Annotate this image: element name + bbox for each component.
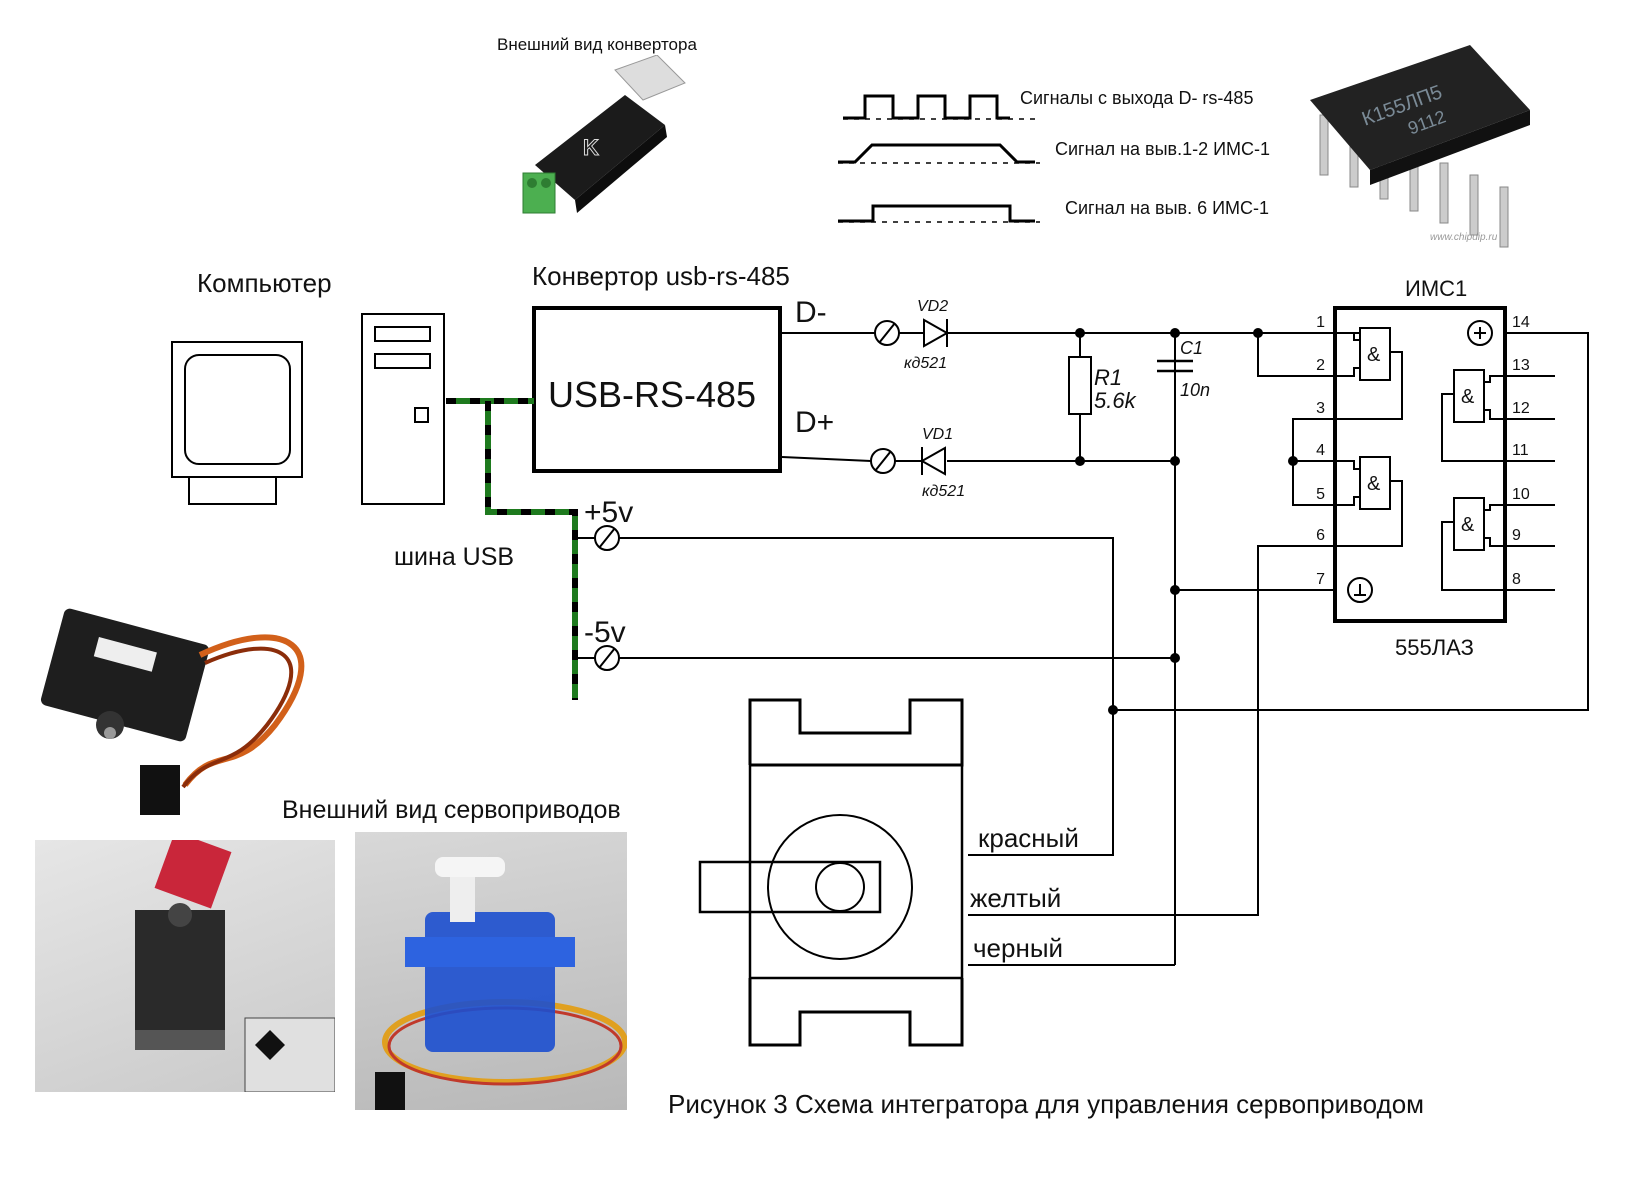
converter-block (532, 306, 782, 473)
diode-vd1: VD1 кд521 (919, 426, 965, 500)
ic-pin-label-left: 7 (1316, 571, 1325, 588)
nand-gate: & (1335, 456, 1403, 547)
junction-dots (1075, 328, 1298, 715)
ic-body (1333, 306, 1507, 623)
ic-photo: К155ЛП5 9112 www.chipdip.ru (1300, 40, 1540, 250)
ic-ground-icon (1347, 577, 1373, 603)
svg-text:&: & (1367, 344, 1381, 366)
ic-power-icon (1467, 320, 1493, 346)
servo-schematic (698, 698, 964, 1047)
signal-label-2: Сигнал на выв.1-2 ИМС-1 (1055, 139, 1270, 159)
nand-gate: & (1335, 327, 1403, 420)
signal-diagram-square: Сигнал на выв. 6 ИМС-1 (838, 198, 1269, 223)
vd2-name: VD2 (917, 298, 948, 315)
servo-photo-3 (355, 832, 627, 1110)
svg-text:&: & (1461, 514, 1475, 536)
svg-text:&: & (1461, 386, 1475, 408)
vd1-type: кд521 (922, 483, 965, 500)
converter-block-label: USB-RS-485 (548, 374, 756, 415)
c1-name: C1 (1180, 338, 1203, 358)
ic-pin-label-right: 13 (1512, 357, 1530, 374)
dip14-chip-illustration: К155ЛП5 9112 www.chipdip.ru (1310, 45, 1530, 248)
d-minus-label: D- (795, 296, 827, 329)
ic-leg (1439, 162, 1449, 224)
ic-pin-label-left: 2 (1316, 357, 1325, 374)
resistor-r1: R1 5.6k (1068, 333, 1137, 461)
diode-vd2: VD2 кд521 (904, 298, 950, 372)
ic-pin-label-left: 5 (1316, 486, 1325, 503)
terminal-plus5 (575, 525, 620, 551)
signal-label-3: Сигнал на выв. 6 ИМС-1 (1065, 198, 1269, 218)
ic-pin-label-right: 11 (1512, 442, 1529, 459)
terminal-d-plus (870, 448, 896, 474)
ic-pin-label-right: 8 (1512, 571, 1521, 588)
ic-pin-label-left: 3 (1316, 400, 1325, 417)
servo-photo-1 (35, 575, 325, 825)
ic-pin-label-right: 14 (1512, 314, 1530, 331)
servo-photo-2 (35, 840, 335, 1092)
computer-label: Компьютер (197, 268, 332, 298)
converter-photo: K (515, 55, 695, 220)
converter-title: Конвертор usb-rs-485 (532, 261, 790, 291)
minus5v-label: -5v (584, 616, 626, 649)
ic-name: ИМС1 (1405, 276, 1467, 301)
ic-pin-label-left: 1 (1316, 314, 1325, 331)
vd2-type: кд521 (904, 355, 947, 372)
vd1-name: VD1 (922, 426, 953, 443)
servo-metal-illustration (135, 840, 335, 1092)
servo-black-illustration (40, 608, 305, 815)
ic-pin-label-right: 12 (1512, 400, 1530, 417)
terminal-minus5 (575, 645, 620, 671)
usb-bus-label: шина USB (394, 543, 514, 571)
signal-diagram-pulses: Сигналы с выхода D- rs-485 (843, 88, 1253, 120)
computer-monitor-icon (171, 341, 303, 505)
nand-gate: & (1441, 497, 1505, 591)
ic-leg (1499, 186, 1509, 248)
converter-photo-caption: Внешний вид конвертора (497, 35, 697, 54)
signal-label-1: Сигналы с выхода D- rs-485 (1020, 88, 1253, 108)
servo-photo-caption: Внешний вид сервоприводов (282, 796, 621, 824)
d-plus-label: D+ (795, 406, 834, 439)
converter-logo: K (583, 135, 599, 160)
r1-value: 5.6k (1094, 388, 1137, 413)
wire-red-label: красный (978, 823, 1079, 853)
r1-name: R1 (1094, 365, 1122, 390)
ic-leg (1469, 174, 1479, 236)
figure-caption: Рисунок 3 Схема интегратора для управлен… (668, 1089, 1424, 1119)
plus5v-label: +5v (584, 496, 633, 529)
ic-pin-label-right: 9 (1512, 527, 1521, 544)
computer-tower-icon (361, 313, 445, 505)
capacitor-c1: C1 10n (1157, 333, 1210, 461)
nand-gate: & (1441, 369, 1505, 462)
terminal-d-minus (874, 320, 900, 346)
ic-pin-label-left: 4 (1316, 442, 1325, 459)
wire-black-label: черный (973, 933, 1063, 963)
usb-converter-illustration: K (522, 55, 686, 214)
ic-pin-label-right: 10 (1512, 486, 1530, 503)
c1-value: 10n (1180, 380, 1210, 400)
ic-pin-label-left: 6 (1316, 527, 1325, 544)
servo-blue-illustration (375, 857, 627, 1110)
svg-text:&: & (1367, 473, 1381, 495)
ic-type: 555ЛАЗ (1395, 635, 1474, 660)
wire-yellow-label: желтый (970, 883, 1061, 913)
ic-watermark: www.chipdip.ru (1430, 232, 1498, 243)
usb-bus (446, 398, 578, 700)
signal-diagram-integrated: Сигнал на выв.1-2 ИМС-1 (838, 139, 1270, 164)
